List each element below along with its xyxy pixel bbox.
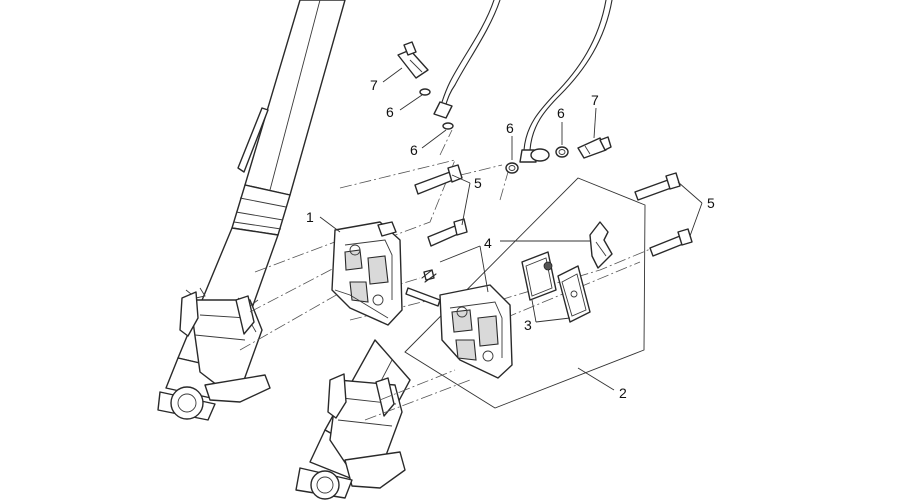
brake-pad-icon bbox=[521, 251, 557, 301]
callout-5-right: 5 bbox=[707, 195, 715, 211]
assembly-lines bbox=[239, 129, 661, 421]
brake-hose-icon bbox=[433, 0, 613, 163]
copper-washer-icon bbox=[419, 88, 569, 174]
callout-7-left: 7 bbox=[370, 77, 378, 93]
caliper-bolt-icon bbox=[427, 218, 468, 247]
callout-7-right: 7 bbox=[591, 92, 599, 108]
callout-6-left-upper: 6 bbox=[386, 104, 394, 120]
callout-6-right: 6 bbox=[557, 105, 565, 121]
kit-outline bbox=[404, 177, 646, 409]
right-fork-leg-icon bbox=[295, 339, 411, 500]
bleed-screw-icon bbox=[577, 136, 612, 159]
callout-1: 1 bbox=[306, 209, 314, 225]
brake-pad-icon bbox=[557, 265, 591, 323]
caliper-bolt-icon bbox=[649, 228, 693, 257]
callout-6-left-lower: 6 bbox=[410, 142, 418, 158]
callout-3: 3 bbox=[524, 317, 532, 333]
brake-caliper-icon bbox=[405, 269, 513, 379]
leader-lines bbox=[319, 67, 703, 391]
brake-caliper-icon bbox=[331, 221, 403, 326]
caliper-bolt-icon bbox=[634, 172, 681, 201]
bleed-screw-icon bbox=[397, 41, 429, 79]
callout-6-center: 6 bbox=[506, 120, 514, 136]
pad-spring-clip-icon bbox=[589, 221, 613, 269]
left-fork-leg-icon bbox=[157, 0, 346, 421]
caliper-bolt-icon bbox=[414, 164, 463, 195]
callout-4: 4 bbox=[484, 235, 492, 251]
callout-5-center: 5 bbox=[474, 175, 482, 191]
callout-2: 2 bbox=[619, 385, 627, 401]
pad-pin-icon bbox=[421, 269, 437, 283]
